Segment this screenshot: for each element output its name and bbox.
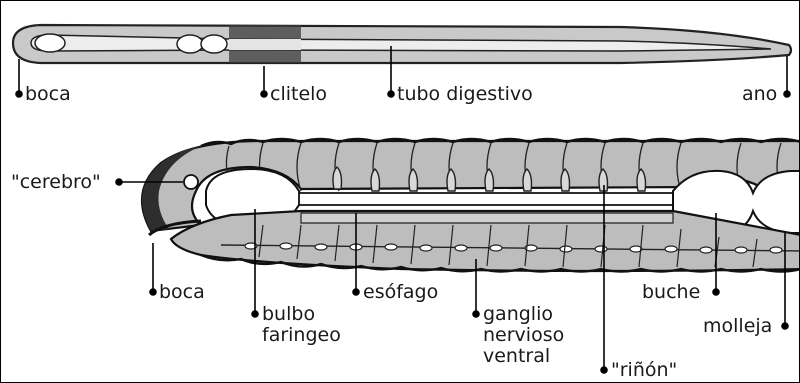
bottom-worm xyxy=(142,139,800,272)
label-cerebro: "cerebro" xyxy=(11,172,101,193)
label-boca-bottom: boca xyxy=(159,282,205,303)
label-ganglio-nervioso-ventral: ganglio nervioso ventral xyxy=(483,304,564,367)
label-buche: buche xyxy=(642,282,700,303)
label-tubo-digestivo: tubo digestivo xyxy=(397,84,533,105)
label-ano: ano xyxy=(742,84,777,105)
label-clitelo: clitelo xyxy=(270,84,327,105)
top-worm xyxy=(13,25,791,63)
label-boca-top: boca xyxy=(25,84,71,105)
label-esofago: esófago xyxy=(363,282,438,303)
label-molleja: molleja xyxy=(703,316,772,337)
label-bulbo-faringeo: bulbo faringeo xyxy=(262,304,341,346)
label-rinon: "riñón" xyxy=(611,360,677,381)
